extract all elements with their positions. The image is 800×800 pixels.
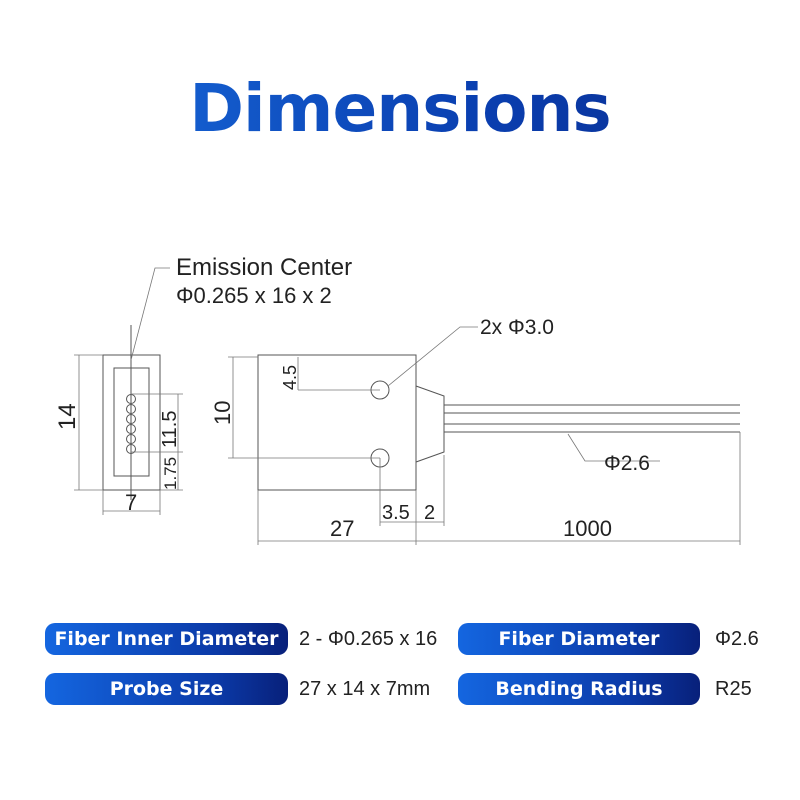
end-view [74, 267, 183, 515]
spec-label-fiber-inner-diameter: Fiber Inner Diameter [45, 623, 288, 655]
spec-value-bending-radius: R25 [715, 678, 752, 700]
spec-label-bending-radius: Bending Radius [458, 673, 700, 705]
dim-connector: 2 [424, 502, 435, 524]
dim-width: 7 [125, 490, 137, 515]
spec-label-fiber-diameter: Fiber Diameter [458, 623, 700, 655]
dim-fiber-length: 1000 [563, 516, 612, 541]
holes-label: 2x Φ3.0 [480, 316, 554, 339]
dim-length: 27 [330, 516, 354, 541]
fiber-diameter-label: Φ2.6 [604, 452, 650, 475]
spec-value-fiber-diameter: Φ2.6 [715, 628, 759, 650]
spec-value-fiber-inner-diameter: 2 - Φ0.265 x 16 [299, 628, 438, 650]
spec-label-probe-size: Probe Size [45, 673, 288, 705]
side-view [228, 326, 741, 545]
dim-height: 14 [54, 403, 81, 430]
page-title: Dimensions [0, 70, 800, 147]
dim-body-height: 10 [210, 401, 235, 425]
dim-array: 11.5 [159, 411, 181, 448]
dim-hole-x: 3.5 [382, 502, 410, 524]
dim-offset: 1.75 [161, 457, 180, 490]
dim-hole-offset: 4.5 [280, 365, 300, 390]
emission-points [126, 394, 136, 454]
emission-center-label: Emission Center [176, 254, 352, 281]
emission-spec-label: Φ0.265 x 16 x 2 [176, 283, 332, 308]
spec-value-probe-size: 27 x 14 x 7mm [299, 678, 431, 700]
